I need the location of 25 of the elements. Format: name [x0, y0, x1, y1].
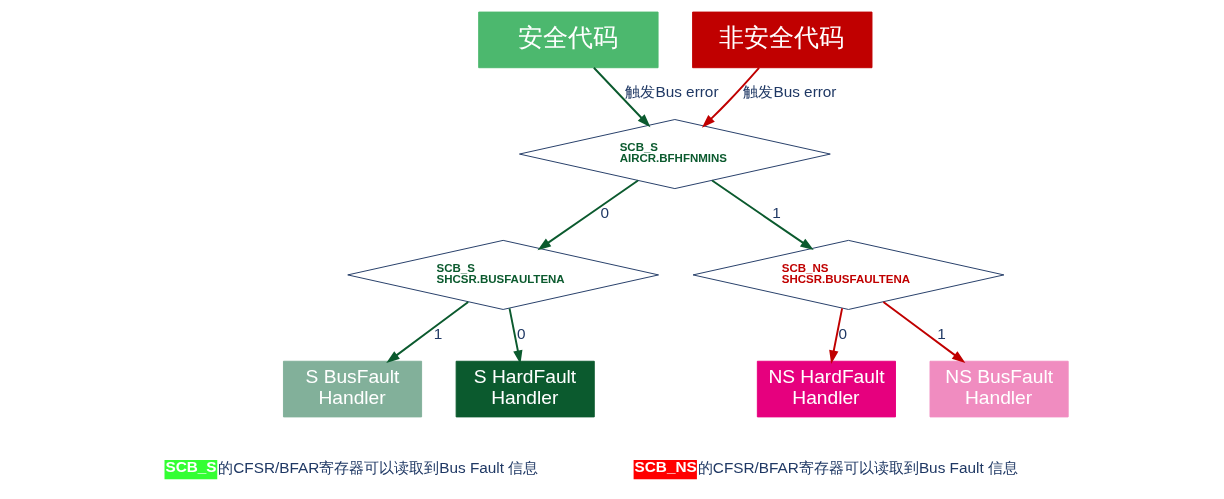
edge-label: 触发Bus error	[742, 83, 836, 101]
arrow	[385, 300, 469, 363]
edge-label: 触发Bus error	[624, 83, 718, 101]
node-box: 非安全代码	[691, 11, 872, 69]
edge-label: 1	[433, 325, 442, 342]
arrow	[537, 179, 639, 251]
label: SCB_NS的CFSR/BFAR寄存器可以读取到Bus Fault 信息	[634, 458, 1018, 477]
node-box: 安全代码	[477, 11, 659, 69]
node-box: NS BusFault Handler	[929, 360, 1069, 418]
arrow	[828, 307, 843, 364]
label: SCB_S的CFSR/BFAR寄存器可以读取到Bus Fault 信息	[164, 458, 538, 477]
node-diamond: SCB_S AIRCR.BFHFNMINS	[518, 119, 831, 190]
node-box: S BusFault Handler	[282, 360, 422, 418]
arrow	[881, 300, 965, 363]
node-box: NS HardFault Handler	[756, 360, 896, 418]
arrow	[710, 179, 814, 251]
edge-label: 0	[516, 325, 526, 342]
edge-label: 0	[600, 204, 609, 222]
node-box: S HardFault Handler	[455, 360, 595, 418]
edge-label: 1	[936, 325, 946, 342]
edge-label: 0	[837, 325, 847, 342]
arrow	[701, 66, 760, 128]
arrow	[592, 66, 650, 128]
arrow	[508, 307, 522, 364]
edge-label: 1	[771, 204, 781, 222]
